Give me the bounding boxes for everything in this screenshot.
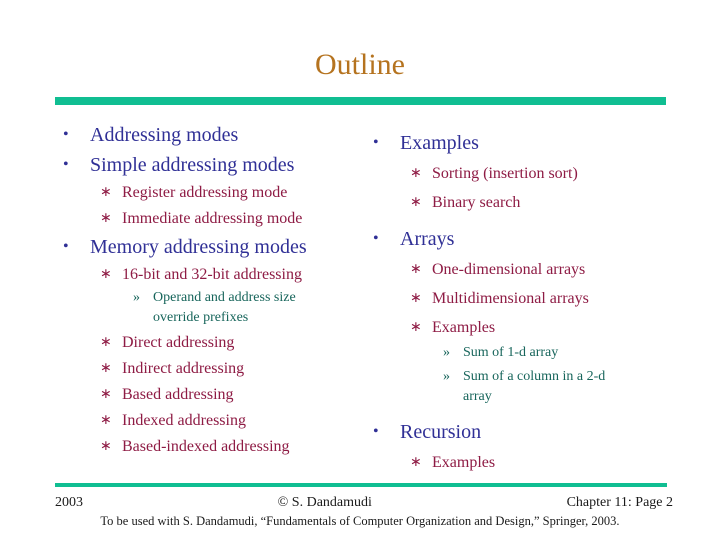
asterisk-bullet-icon: ∗ (100, 267, 112, 282)
asterisk-bullet-icon: ∗ (410, 455, 422, 470)
asterisk-bullet-icon: ∗ (100, 413, 112, 428)
outline-item-text: Based addressing (122, 386, 234, 403)
asterisk-bullet-icon: ∗ (100, 185, 112, 200)
asterisk-bullet-icon: ∗ (100, 361, 112, 376)
left-column: • Addressing modes • Simple addressing mode… (63, 118, 355, 458)
outline-item: • Arrays (373, 226, 693, 252)
outline-item: • Examples (373, 130, 693, 156)
outline-item: ∗ Sorting (insertion sort) (410, 163, 693, 185)
asterisk-bullet-icon: ∗ (100, 335, 112, 350)
outline-item-text: Examples (432, 319, 496, 336)
asterisk-bullet-icon: ∗ (100, 211, 112, 226)
footer-divider-rule (55, 483, 667, 487)
outline-item: ∗ Immediate addressing mode (100, 208, 355, 230)
outline-item: ∗ One-dimensional arrays (410, 259, 693, 281)
outline-item-text: Addressing modes (90, 124, 239, 146)
outline-item: ∗ Indirect addressing (100, 358, 355, 380)
outline-item: ∗ Examples (410, 452, 693, 474)
outline-item-text: One-dimensional arrays (432, 261, 586, 278)
footer-copyright: © S. Dandamudi (277, 495, 372, 510)
asterisk-bullet-icon: ∗ (410, 166, 422, 181)
footer: 2003 © S. Dandamudi Chapter 11: Page 2 (55, 495, 673, 511)
outline-item-text: 16-bit and 32-bit addressing (122, 266, 302, 283)
outline-item: • Addressing modes (63, 122, 355, 148)
outline-item-text: Memory addressing modes (90, 236, 307, 258)
outline-item-text: Operand and address size override prefix… (153, 290, 296, 325)
outline-item-text: Sum of a column in a 2-d array (463, 369, 606, 404)
bullet-dot-icon: • (373, 134, 379, 151)
outline-item-text: Recursion (400, 421, 482, 443)
asterisk-bullet-icon: ∗ (410, 195, 422, 210)
outline-item: » Sum of 1-d array (443, 343, 693, 363)
outline-item-text: Multidimensional arrays (432, 290, 589, 307)
guillemet-bullet-icon: » (443, 369, 450, 384)
outline-item-text: Simple addressing modes (90, 154, 295, 176)
outline-item-text: Indexed addressing (122, 412, 246, 429)
footer-year: 2003 (55, 495, 83, 510)
asterisk-bullet-icon: ∗ (410, 291, 422, 306)
asterisk-bullet-icon: ∗ (100, 439, 112, 454)
outline-item: • Memory addressing modes (63, 234, 355, 260)
asterisk-bullet-icon: ∗ (410, 320, 422, 335)
outline-item: ∗ Multidimensional arrays (410, 288, 693, 310)
asterisk-bullet-icon: ∗ (410, 262, 422, 277)
outline-item-text: Examples (432, 454, 496, 471)
outline-item: ∗ Binary search (410, 192, 693, 214)
right-column: • Examples ∗ Sorting (insertion sort) ∗ Binar… (373, 118, 693, 474)
outline-item-text: Register addressing mode (122, 184, 288, 201)
outline-item-text: Binary search (432, 194, 521, 211)
outline-item: ∗ Examples (410, 317, 693, 339)
outline-item: ∗ Register addressing mode (100, 182, 355, 204)
outline-item: ∗ 16-bit and 32-bit addressing (100, 264, 355, 286)
guillemet-bullet-icon: » (133, 290, 140, 305)
outline-item: • Recursion (373, 419, 693, 445)
outline-item: ∗ Direct addressing (100, 332, 355, 354)
footer-chapter-page: Chapter 11: Page 2 (566, 495, 673, 510)
outline-item: » Sum of a column in a 2-d array (443, 367, 693, 407)
bullet-dot-icon: • (63, 156, 69, 173)
outline-item-text: Immediate addressing mode (122, 210, 303, 227)
outline-item: ∗ Indexed addressing (100, 410, 355, 432)
outline-item-text: Sum of 1-d array (463, 345, 559, 360)
bullet-dot-icon: • (63, 238, 69, 255)
outline-item-text: Indirect addressing (122, 360, 245, 377)
outline-item-text: Based-indexed addressing (122, 438, 290, 455)
outline-item: ∗ Based addressing (100, 384, 355, 406)
bullet-dot-icon: • (63, 126, 69, 143)
outline-item: » Operand and address size override prefi… (133, 288, 355, 328)
bullet-dot-icon: • (373, 423, 379, 440)
outline-item-text: Direct addressing (122, 334, 235, 351)
outline-item-text: Arrays (400, 228, 455, 250)
asterisk-bullet-icon: ∗ (100, 387, 112, 402)
guillemet-bullet-icon: » (443, 345, 450, 360)
outline-item: • Simple addressing modes (63, 152, 355, 178)
page-title: Outline (315, 48, 405, 81)
outline-item-text: Sorting (insertion sort) (432, 165, 578, 182)
outline-item-text: Examples (400, 132, 479, 154)
bullet-dot-icon: • (373, 230, 379, 247)
title-divider-rule (55, 97, 666, 105)
outline-item: ∗ Based-indexed addressing (100, 436, 355, 458)
footer-attribution: To be used with S. Dandamudi, “Fundament… (100, 514, 620, 528)
